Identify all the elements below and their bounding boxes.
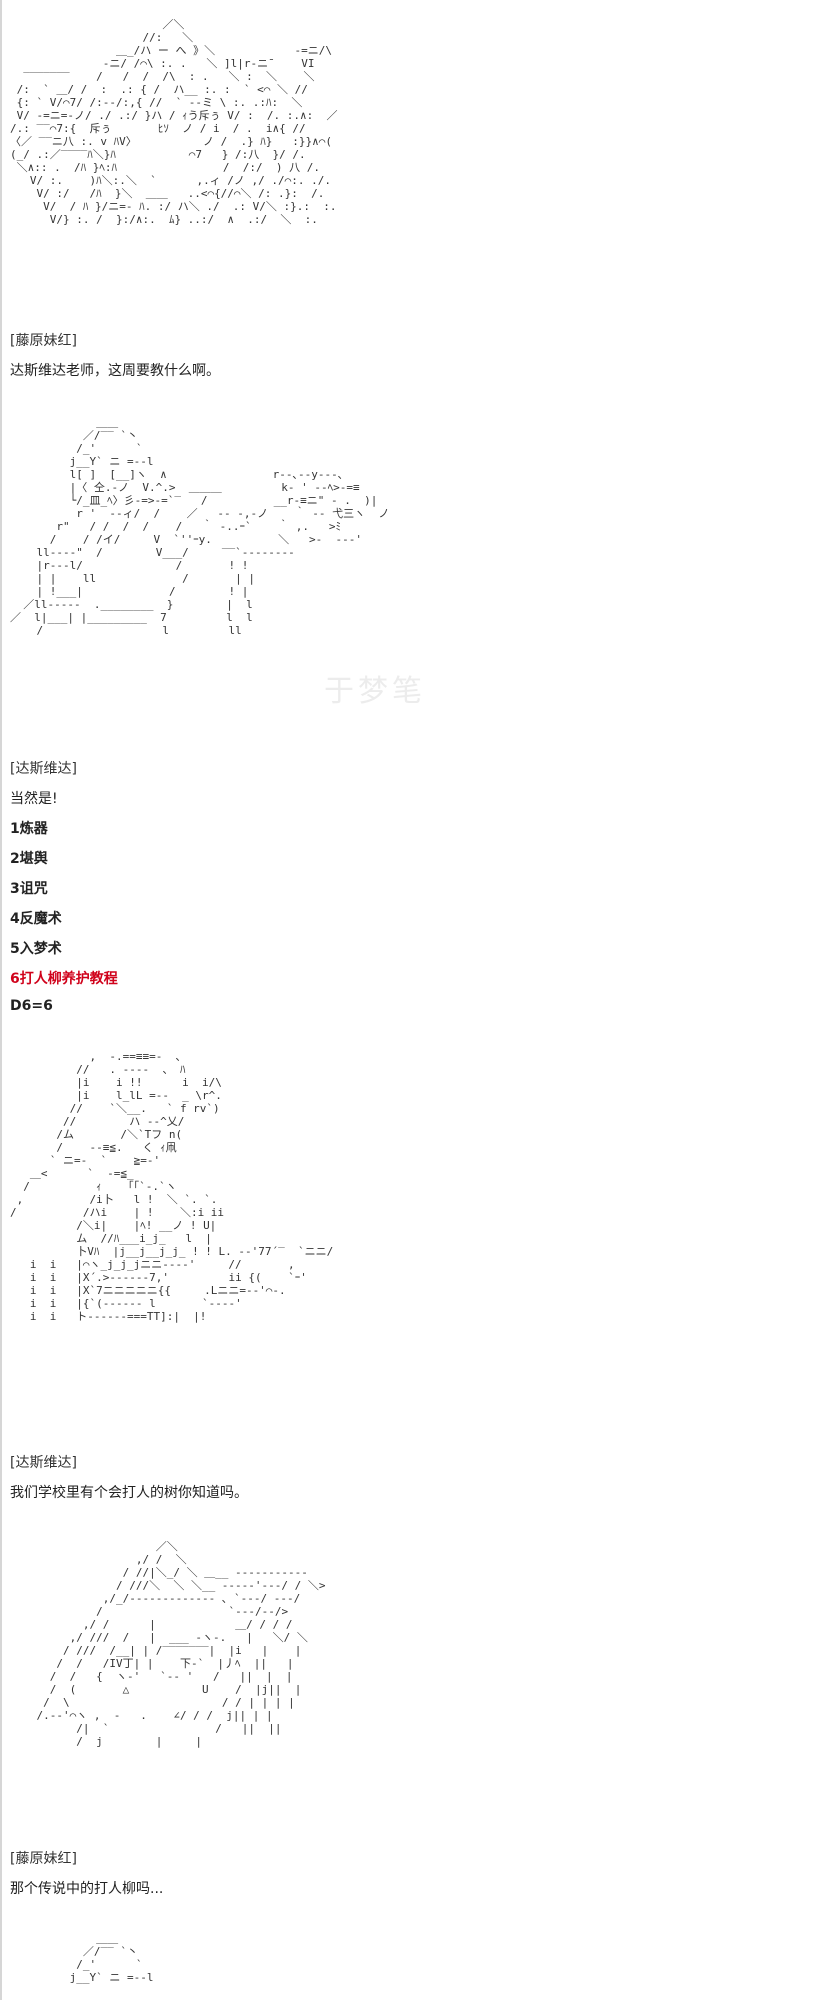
choice-item-highlighted: 6打人柳养护教程	[10, 971, 118, 987]
ascii-art-darth-vader-3: ＿＿ ／/‾‾ `丶 /_' ` j__Y` ニ =--l	[69, 1932, 154, 1984]
ascii-art-darth-vader-2: , -.==≡≡=- ､ // . ---- 、 ﾊ |i i !! i i/\…	[10, 1050, 334, 1323]
choice-item: 2堪舆	[10, 851, 48, 867]
watermark: 于梦笔	[324, 674, 426, 709]
ascii-art-darth-vader-1: ＿＿ ／/‾‾ `丶 /_' ` j__Y` ニ =--l l[ ] [__]ヽ…	[10, 416, 390, 637]
speaker-label: [达斯维达]	[10, 761, 77, 777]
dialogue-line: 达斯维达老师，这周要教什么啊。	[10, 363, 220, 379]
ascii-art-fujiwara-2: ／＼ ,/ / ＼ / //|＼_/ ＼ ＿__ ‐‐‐‐‐‐‐‐‐‐‐ / /…	[36, 1540, 326, 1748]
speaker-label: [藤原妹红]	[10, 333, 77, 349]
choice-item: 1炼器	[10, 821, 48, 837]
choice-item: 4反魔术	[10, 911, 62, 927]
choice-item: 3诅咒	[10, 881, 48, 897]
ascii-art-fujiwara-1: ／＼ //: ＼ ＿_/ハ ー へ 》＼ -=ニ/\ -ニ/ /⌒\ :. . …	[10, 18, 338, 226]
dialogue-line: 我们学校里有个会打人的树你知道吗。	[10, 1485, 248, 1501]
speaker-label: [达斯维达]	[10, 1455, 77, 1471]
choice-item: 5入梦术	[10, 941, 62, 957]
dice-result: D6=6	[10, 998, 53, 1014]
dialogue-line: 那个传说中的打人柳吗...	[10, 1881, 164, 1897]
speaker-label: [藤原妹红]	[10, 1851, 77, 1867]
dialogue-line: 当然是!	[10, 791, 58, 807]
